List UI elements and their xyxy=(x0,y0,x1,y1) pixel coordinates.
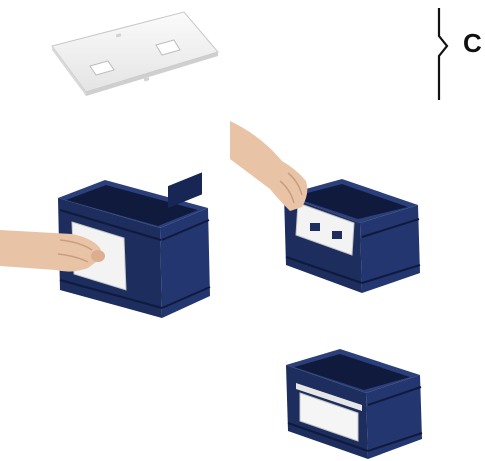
loose-label-insert xyxy=(48,8,223,100)
insert-fitted-in-crate xyxy=(278,335,428,460)
hand-inserting-insert-side xyxy=(0,170,225,320)
hand-inserting-insert-end xyxy=(230,115,425,295)
step-bracket xyxy=(425,6,455,102)
bracket-icon xyxy=(425,6,455,102)
step-label: C xyxy=(463,30,482,56)
